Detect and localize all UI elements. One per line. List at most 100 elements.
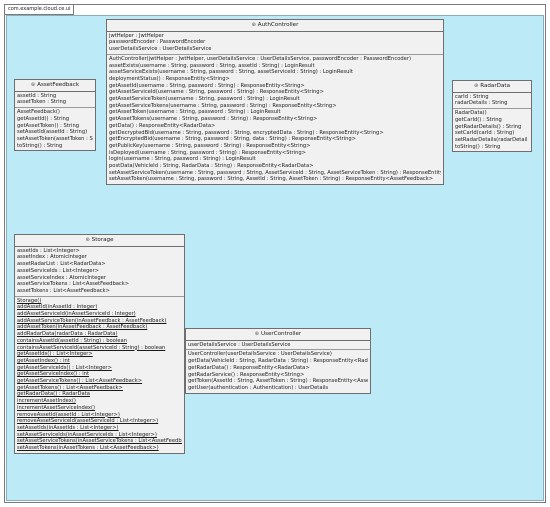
operation: getAssetTokens() : List<AssetFeedback>: [17, 384, 123, 391]
operations-section: AuthController(jwtHelper : JwtHelper, us…: [107, 55, 443, 184]
operation: getData() : ResponseEntity<RadarData>: [109, 122, 216, 129]
attribute: assetToken : String: [17, 99, 67, 106]
operations-section: UserController(userDetailsService : User…: [186, 350, 370, 392]
operation: UserController(userDetailsService : User…: [188, 351, 332, 358]
class-name: Storage: [91, 237, 114, 243]
operation: setAssetServiceTokens(inAssetServiceToke…: [17, 438, 182, 445]
operation: getAssetServiceIndex() : int: [17, 371, 90, 378]
operation: setAssetToken(username : String, passwor…: [109, 176, 434, 183]
attribute: userDetailsService : UserDetailsService: [188, 341, 291, 348]
attribute: passwordEncoder : PasswordEncoder: [109, 39, 206, 46]
operation: getAssetServiceIds() : List<Integer>: [17, 364, 112, 371]
operation: setAssetIds(inAssetIds : List<Integer>): [17, 424, 119, 431]
attribute: assetServiceIds : List<Integer>: [17, 267, 99, 274]
attribute: radarDetails : String: [455, 100, 508, 107]
operation: getDecryptedBid(username : String, passw…: [109, 129, 384, 136]
class-icon: ⊛: [30, 82, 36, 88]
attribute: assetServiceIndex : AtomicInteger: [17, 274, 106, 281]
class-name: RadarData: [480, 83, 511, 89]
attributes-section: userDetailsService : UserDetailsService: [186, 341, 370, 351]
operation: addRadarData(radarData : RadarData): [17, 331, 118, 338]
attribute: assetIds : List<Integer>: [17, 247, 80, 254]
operation: setCarId(carId : String): [455, 130, 515, 137]
operation: getAssetToken(username : String, passwor…: [109, 109, 281, 116]
operation: isDeployed(username : String, password :…: [109, 149, 307, 156]
operation: assetExists(username : String, password …: [109, 62, 315, 69]
class-name: AuthController: [257, 22, 299, 28]
operation: setAssetTokens(inAssetTokens : List<Asse…: [17, 445, 159, 452]
operation: getAssetServiceId(username : String, pas…: [109, 89, 324, 96]
operation: incrementAssetServiceIndex(): [17, 404, 96, 411]
operation: AssetFeedback(): [17, 109, 60, 116]
operation: setAssetToken(assetToken : String): [17, 135, 93, 142]
class-header: ⊛UserController: [186, 329, 370, 341]
operation: getAssetId(username : String, password :…: [109, 82, 305, 89]
operation: getRadarService() : ResponseEntity<Strin…: [188, 371, 305, 378]
attributes-section: assetIds : List<Integer>assetIndex : Ato…: [15, 247, 184, 297]
operation: getAssetToken() : String: [17, 122, 80, 129]
operation: getCarId() : String: [455, 116, 502, 123]
operation: setAssetServiceToken(username : String, …: [109, 169, 441, 176]
class-header: ⊛AuthController: [107, 20, 443, 32]
operation: containsAssetId(assetId : String) : bool…: [17, 337, 127, 344]
operation: getEncryptedBid(username : String, passw…: [109, 136, 356, 143]
operation: setAssetServiceIds(inAssetServiceIds : L…: [17, 431, 157, 438]
operation: addAssetId(inAssetId : Integer): [17, 304, 98, 311]
operation: containsAssetServiceId(assetServiceId : …: [17, 344, 166, 351]
attribute: carId : String: [455, 93, 489, 100]
operation: RadarData(): [455, 110, 487, 117]
operation: assetServiceExists(username : String, pa…: [109, 69, 353, 76]
operation: getAssetIds() : List<Integer>: [17, 351, 93, 358]
operation: getAssetIndex() : int: [17, 357, 70, 364]
operation: toString() : String: [17, 142, 63, 149]
attribute: assetTokens : List<AssetFeedback>: [17, 287, 110, 294]
operation: getAssetServiceTokens() : List<AssetFeed…: [17, 378, 143, 385]
operation: getAssetServiceToken(username : String, …: [109, 96, 300, 103]
operation: getToken(AssetId : String, AssetToken : …: [188, 378, 368, 385]
class-icon: ⊛: [473, 83, 479, 89]
class-icon: ⊛: [251, 22, 256, 28]
operation: getPublicKey(username : String, password…: [109, 142, 311, 149]
operation: addAssetServiceToken(inAssetFeedback : A…: [17, 317, 167, 324]
operation: getAssetTokens(username : String, passwo…: [109, 116, 318, 123]
operation: addAssetToken(inAssetFeedback : AssetFee…: [17, 324, 148, 331]
operation: getAssetId() : String: [17, 115, 70, 122]
attribute: jwtHelper : JwtHelper: [109, 32, 164, 39]
attribute: userDetailsService : UserDetailsService: [109, 46, 212, 53]
operation: deploymentStatus() : ResponseEntity<Stri…: [109, 75, 230, 82]
operation: AuthController(jwtHelper : JwtHelper, us…: [109, 55, 412, 62]
operation: toString() : String: [455, 143, 501, 150]
class-header: ⊛Storage: [15, 235, 184, 247]
operation: setRadarDetails(radarDetail : String): [455, 136, 529, 143]
operation: login(username : String, password : Stri…: [109, 156, 256, 163]
operation: getUser(authentication : Authentication)…: [188, 384, 329, 391]
attribute: assetIndex : AtomicInteger: [17, 254, 87, 261]
package-name: com.example.cloud.ce.ui: [5, 5, 75, 15]
operations-section: Storage()addAssetId(inAssetId : Integer)…: [15, 297, 184, 453]
class-icon: ⊛: [85, 237, 90, 243]
class-name: UserController: [260, 331, 302, 337]
operation: Storage(): [17, 297, 42, 304]
operation: getRadarData() : ResponseEntity<RadarDat…: [188, 364, 310, 371]
operation: removeAssetServiceId(assetServiceId : Li…: [17, 418, 159, 425]
class-icon: ⊛: [254, 331, 259, 337]
operation: setAssetId(assetId : String): [17, 129, 88, 136]
class-header: ⊛RadarData: [453, 81, 531, 93]
operation: getRadarDetails() : String: [455, 123, 522, 130]
operation: postData(VehicleId : String, RadarData :…: [109, 163, 314, 170]
class-header: ⊛AssetFeedback: [15, 80, 95, 92]
operation: incrementAssetIndex(): [17, 398, 76, 405]
operation: getAssetServiceTokens(username : String,…: [109, 102, 337, 109]
